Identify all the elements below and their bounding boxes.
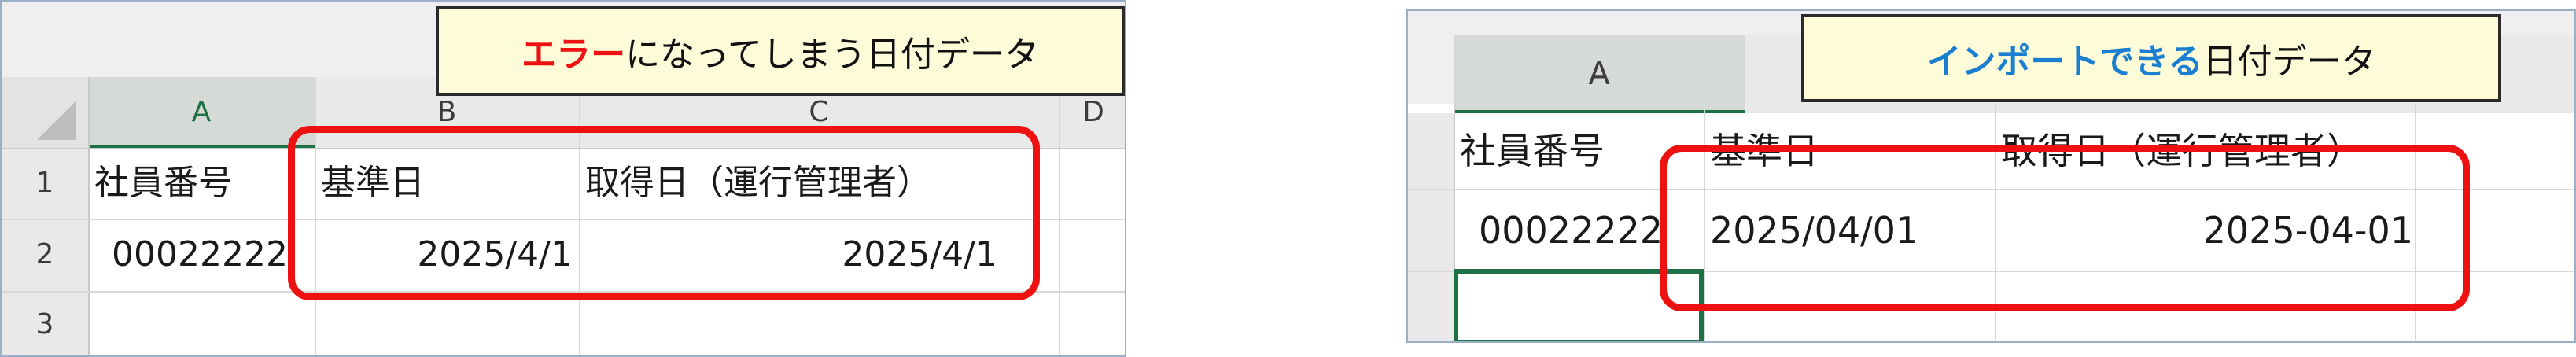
- gridline: [2, 291, 1125, 293]
- import-callout-highlight: インポートできる: [1926, 42, 2203, 82]
- gridline: [1059, 77, 1060, 355]
- gridline: [579, 77, 580, 355]
- row-header-1[interactable]: [1408, 113, 1454, 189]
- gridline: [1408, 189, 2574, 190]
- gridline: [1704, 104, 1705, 341]
- gridline: [2, 219, 1125, 220]
- select-all-corner[interactable]: [2, 77, 88, 148]
- cell-b1[interactable]: 基準日: [321, 163, 425, 203]
- import-highlight-box: [1660, 145, 2470, 311]
- row-header-2[interactable]: [1408, 189, 1454, 271]
- select-all-triangle-icon: [37, 101, 76, 140]
- gridline: [1408, 271, 2574, 272]
- left-sheet-panel: A B C D 1 2 3 社員番号 基準日 取得日（運行管理者） 000222…: [0, 0, 1126, 357]
- col-header-a[interactable]: A: [1454, 35, 1745, 113]
- cell-b2[interactable]: 2025/04/01: [1710, 209, 1919, 252]
- cell-c1[interactable]: 取得日（運行管理者）: [585, 163, 931, 203]
- import-callout: インポートできる日付データ: [1801, 14, 2501, 102]
- right-sheet-panel: A 社員番号 基準日 取得日（運行管理者） 00022222 2025/04/0…: [1406, 9, 2576, 343]
- row-header-3[interactable]: [1408, 271, 1454, 341]
- cell-a1[interactable]: 社員番号: [94, 163, 233, 203]
- cell-b2[interactable]: 2025/4/1: [417, 234, 573, 274]
- gridline: [88, 77, 90, 355]
- error-callout: エラーになってしまう日付データ: [436, 6, 1125, 96]
- cell-c2[interactable]: 2025/4/1: [842, 234, 997, 274]
- cell-c2[interactable]: 2025-04-01: [2202, 209, 2413, 252]
- cell-a1[interactable]: 社員番号: [1460, 130, 1605, 172]
- cell-a2[interactable]: 00022222: [112, 234, 288, 274]
- error-highlight-box: [288, 126, 1040, 300]
- gridline: [2, 148, 1125, 149]
- cell-a2[interactable]: 00022222: [1479, 209, 1664, 252]
- row-header-1[interactable]: 1: [2, 148, 88, 219]
- error-callout-text: になってしまう日付データ: [625, 35, 1039, 75]
- gridline: [315, 77, 316, 355]
- import-callout-text: 日付データ: [2202, 42, 2376, 82]
- row-header-2[interactable]: 2: [2, 219, 88, 291]
- gridline: [2415, 104, 2416, 341]
- row-header-3[interactable]: 3: [2, 291, 88, 355]
- gridline: [1454, 104, 1455, 341]
- col-header-a[interactable]: A: [88, 77, 315, 148]
- gridline: [1995, 104, 1996, 341]
- error-callout-highlight: エラー: [521, 35, 626, 75]
